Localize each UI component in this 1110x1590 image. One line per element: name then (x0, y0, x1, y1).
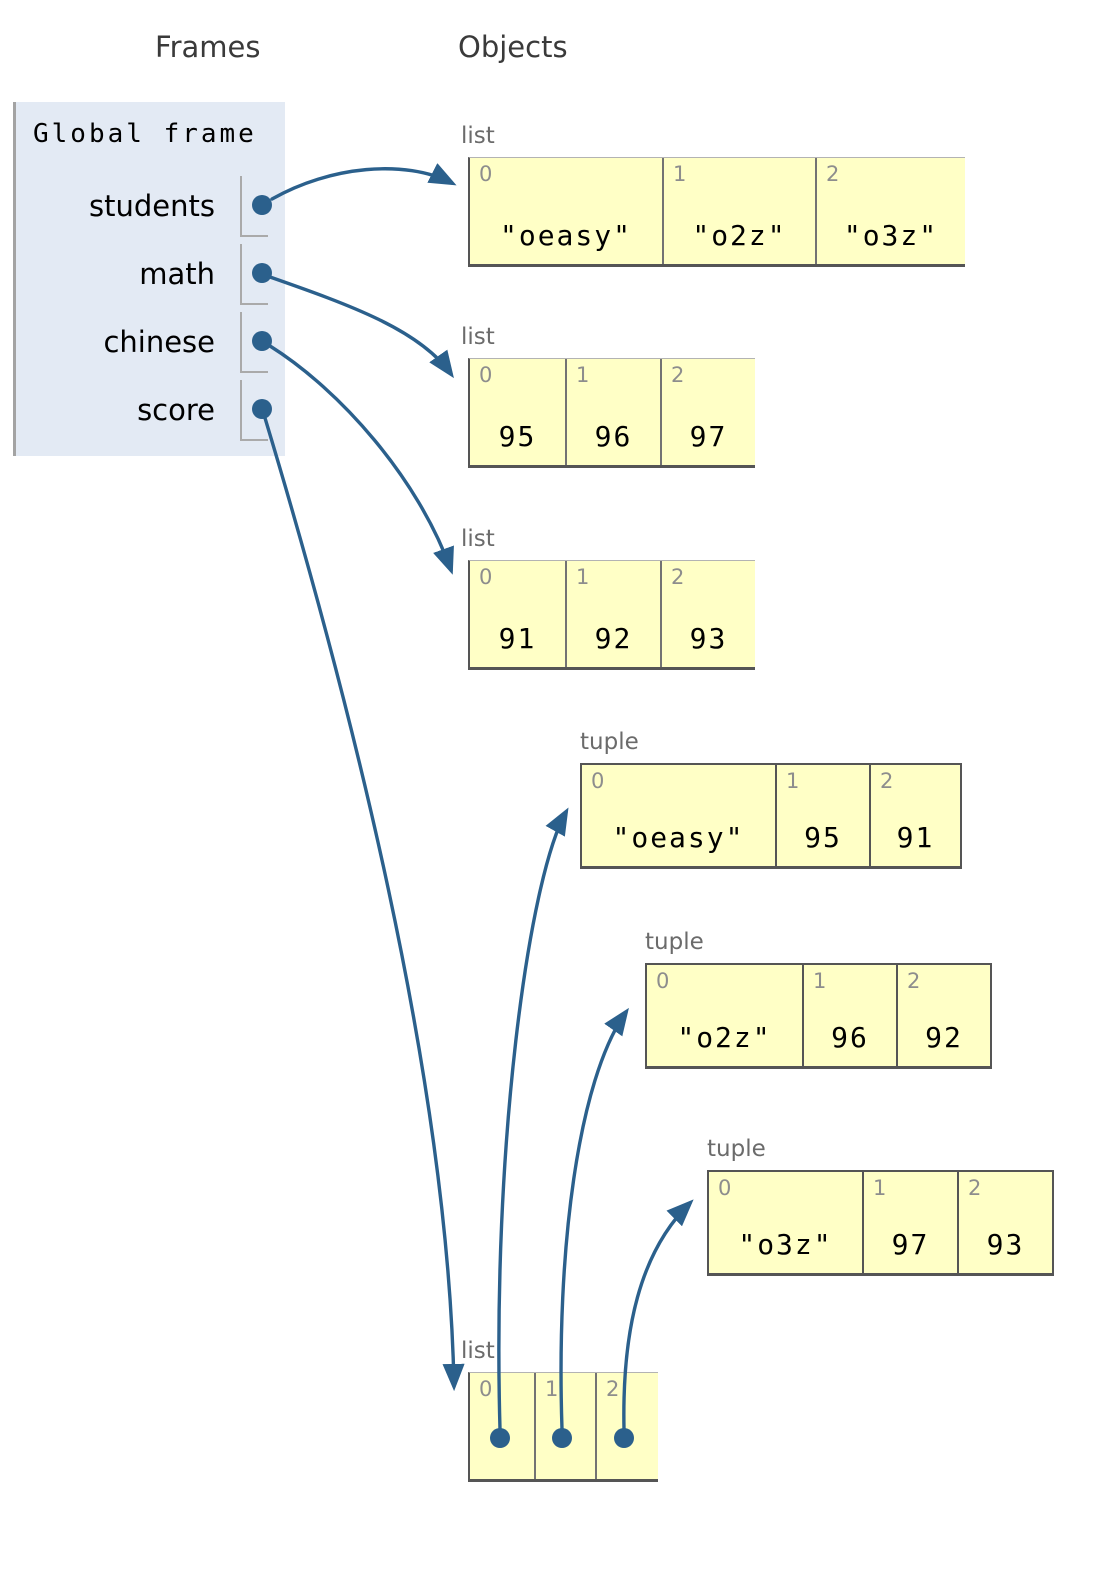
frame-variable-row: score (16, 380, 288, 441)
heap-object-tuple-1: tuple 0 "o2z" 1 96 2 92 (645, 929, 992, 1069)
arrow-score1-to-tuple1 (559, 1007, 629, 1431)
cell-index: 0 (591, 769, 605, 793)
cell-value: "o2z" (677, 1021, 772, 1054)
list-cell: 0 "oeasy" (470, 158, 662, 264)
arrow-students-to-list (270, 163, 457, 201)
list-cell: 2 "o3z" (815, 158, 965, 264)
cell-value: 91 (896, 821, 935, 854)
list-cell: 0 91 (470, 561, 565, 667)
list-cell: 1 92 (565, 561, 660, 667)
list-cell: 2 (595, 1373, 658, 1479)
variable-name-math: math (139, 257, 215, 291)
tuple-cell: 1 96 (802, 965, 896, 1066)
cell-value: "o2z" (692, 219, 787, 252)
cell-value: 96 (831, 1021, 869, 1054)
arrow-score0-to-tuple0 (497, 807, 569, 1431)
tuple-cell: 1 95 (775, 765, 869, 866)
objects-heading: Objects (458, 30, 568, 64)
type-label: list (461, 526, 495, 552)
cell-value: 92 (925, 1021, 963, 1054)
global-frame: Global frame students math chinese score (13, 102, 285, 456)
cell-index: 2 (826, 162, 840, 186)
variable-slot-math (240, 244, 268, 305)
cell-value: 93 (986, 1228, 1025, 1261)
arrow-score-to-list (263, 416, 465, 1392)
heap-object-list-score: list 0 1 2 (461, 1338, 658, 1482)
frame-variable-row: math (16, 244, 288, 305)
variable-name-chinese: chinese (103, 325, 215, 359)
list-cell: 1 "o2z" (662, 158, 815, 264)
type-label: tuple (707, 1136, 766, 1162)
variable-slot-students (240, 176, 268, 237)
frame-variable-row: students (16, 176, 288, 237)
cell-index: 0 (718, 1176, 732, 1200)
cell-index: 2 (907, 969, 921, 993)
cell-index: 0 (479, 363, 493, 387)
cell-index: 0 (656, 969, 670, 993)
tuple-cell: 1 97 (862, 1172, 957, 1273)
cell-value: 95 (804, 821, 842, 854)
variable-name-score: score (137, 393, 215, 427)
cell-index: 2 (671, 565, 685, 589)
cell-value: "oeasy" (612, 821, 745, 854)
heap-object-tuple-2: tuple 0 "o3z" 1 97 2 93 (707, 1136, 1054, 1276)
cell-value: 93 (689, 622, 728, 655)
arrow-math-to-list (268, 275, 454, 379)
tuple-cell: 2 91 (869, 765, 960, 866)
tuple-cell: 0 "o3z" (709, 1172, 862, 1273)
cell-value: "o3z" (843, 219, 939, 252)
cell-index: 1 (576, 565, 590, 589)
heap-object-list-students: list 0 "oeasy" 1 "o2z" 2 "o3z" (461, 123, 965, 267)
variable-slot-score (240, 380, 268, 441)
cell-index: 1 (545, 1377, 559, 1401)
cell-value: "o3z" (738, 1228, 833, 1261)
heap-object-list-math: list 0 95 1 96 2 97 (461, 324, 755, 468)
type-label: list (461, 1338, 495, 1364)
type-label: tuple (645, 929, 704, 955)
cell-index: 2 (880, 769, 894, 793)
list-cell: 1 96 (565, 359, 660, 465)
type-label: list (461, 324, 495, 350)
cell-index: 2 (671, 363, 685, 387)
cell-index: 1 (813, 969, 827, 993)
global-frame-title: Global frame (33, 119, 257, 149)
cell-value: 97 (689, 420, 728, 453)
cell-value: 92 (594, 622, 633, 655)
heap-object-list-chinese: list 0 91 1 92 2 93 (461, 526, 755, 670)
frames-heading: Frames (155, 30, 261, 64)
cell-value: 95 (498, 420, 537, 453)
cell-value: 91 (498, 622, 537, 655)
cell-value: 97 (891, 1228, 930, 1261)
cell-value: "oeasy" (499, 219, 632, 252)
cell-index: 1 (576, 363, 590, 387)
tuple-cell: 0 "oeasy" (582, 765, 775, 866)
cell-index: 2 (968, 1176, 982, 1200)
cell-index: 2 (606, 1377, 620, 1401)
cell-index: 0 (479, 1377, 493, 1401)
cell-index: 0 (479, 565, 493, 589)
variable-name-students: students (89, 189, 215, 223)
heap-object-tuple-0: tuple 0 "oeasy" 1 95 2 91 (580, 729, 962, 869)
cell-value: 96 (594, 420, 633, 453)
list-cell: 1 (534, 1373, 595, 1479)
tuple-cell: 2 93 (957, 1172, 1052, 1273)
list-cell: 2 93 (660, 561, 755, 667)
type-label: list (461, 123, 495, 149)
frame-variable-row: chinese (16, 312, 288, 373)
cell-index: 1 (673, 162, 687, 186)
cell-index: 0 (479, 162, 493, 186)
list-cell: 0 (470, 1373, 534, 1479)
type-label: tuple (580, 729, 639, 755)
cell-index: 1 (786, 769, 800, 793)
tuple-cell: 2 92 (896, 965, 990, 1066)
tuple-cell: 0 "o2z" (647, 965, 802, 1066)
list-cell: 2 97 (660, 359, 755, 465)
variable-slot-chinese (240, 312, 268, 373)
cell-index: 1 (873, 1176, 887, 1200)
arrow-chinese-to-list (268, 344, 454, 575)
list-cell: 0 95 (470, 359, 565, 465)
